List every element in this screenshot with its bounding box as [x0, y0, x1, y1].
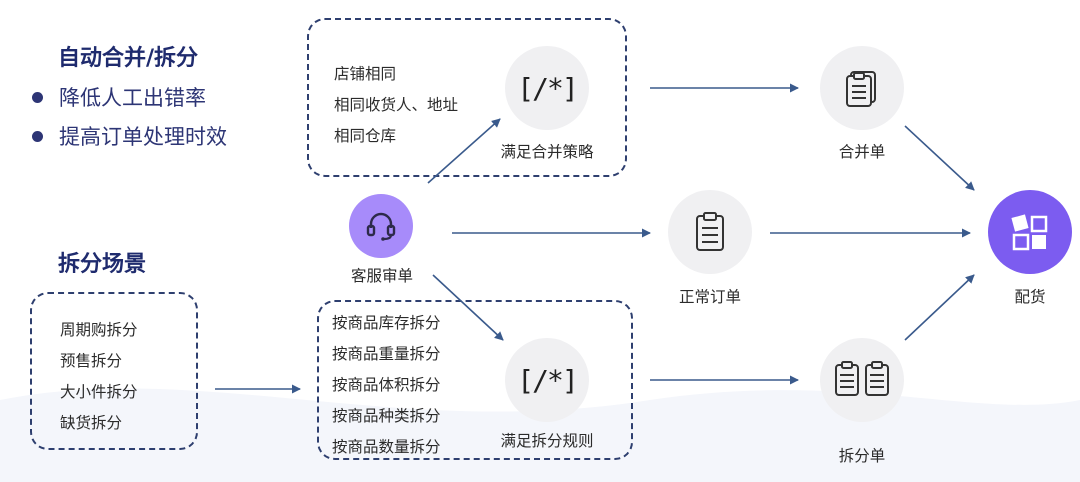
merge-condition-item: 店铺相同: [334, 65, 397, 83]
headset-icon: [366, 212, 396, 241]
customer-review-node: [349, 194, 413, 258]
split-order-label: 拆分单: [838, 447, 886, 465]
split-scenarios-box: [30, 292, 198, 450]
merge-strategy-node: [/*]: [505, 46, 589, 130]
bullet-dot-icon: [32, 91, 43, 103]
arrow-splitorder-to-delivery: [904, 274, 975, 341]
split-scenario-item: 大小件拆分: [60, 383, 138, 401]
split-rules-box: [317, 300, 633, 460]
merge-condition-item: 相同收货人、地址: [334, 96, 459, 114]
split-scenario-item: 缺货拆分: [60, 414, 123, 432]
auto-bullet-1: 降低人工出错率: [32, 82, 206, 112]
auto-section-title: 自动合并/拆分: [58, 46, 199, 71]
split-rule-item: 按商品体积拆分: [332, 376, 441, 394]
arrow-review-to-split: [432, 274, 504, 341]
bullet-text: 提高订单处理时效: [59, 125, 227, 149]
delivery-node: [988, 190, 1072, 274]
split-section-title: 拆分场景: [58, 252, 147, 277]
split-scenario-item: 预售拆分: [60, 352, 123, 370]
split-rule-node: [/*]: [505, 338, 589, 422]
split-scenario-item: 周期购拆分: [60, 321, 138, 339]
merged-clipboard-icon: [846, 71, 876, 107]
split-rule-item: 按商品数量拆分: [332, 438, 441, 456]
merge-strategy-label: 满足合并策略: [500, 143, 594, 161]
arrow-merged-to-delivery: [904, 125, 975, 191]
split-order-node: [820, 338, 904, 422]
delivery-blocks-icon: [1011, 214, 1048, 251]
arrow-review-to-merge: [427, 118, 501, 184]
split-rule-item: 按商品库存拆分: [332, 314, 441, 332]
rule-bracket-icon: [/*]: [517, 71, 578, 105]
split-rule-item: 按商品重量拆分: [332, 345, 441, 363]
split-rule-label: 满足拆分规则: [500, 432, 594, 450]
merged-order-node: [820, 46, 904, 130]
merge-condition-item: 相同仓库: [334, 127, 397, 145]
merged-order-label: 合并单: [838, 143, 886, 161]
auto-bullet-2: 提高订单处理时效: [32, 121, 227, 151]
normal-order-node: [668, 190, 752, 274]
split-rule-item: 按商品种类拆分: [332, 407, 441, 425]
merge-conditions-box: [307, 18, 627, 177]
split-clipboards-icon: [835, 361, 889, 396]
bullet-text: 降低人工出错率: [59, 86, 206, 110]
clipboard-icon: [696, 212, 724, 251]
normal-order-label: 正常订单: [678, 288, 742, 306]
bullet-dot-icon: [32, 130, 43, 142]
delivery-label: 配货: [1014, 288, 1046, 306]
customer-review-label: 客服审单: [350, 267, 414, 285]
rule-bracket-icon: [/*]: [517, 363, 578, 397]
